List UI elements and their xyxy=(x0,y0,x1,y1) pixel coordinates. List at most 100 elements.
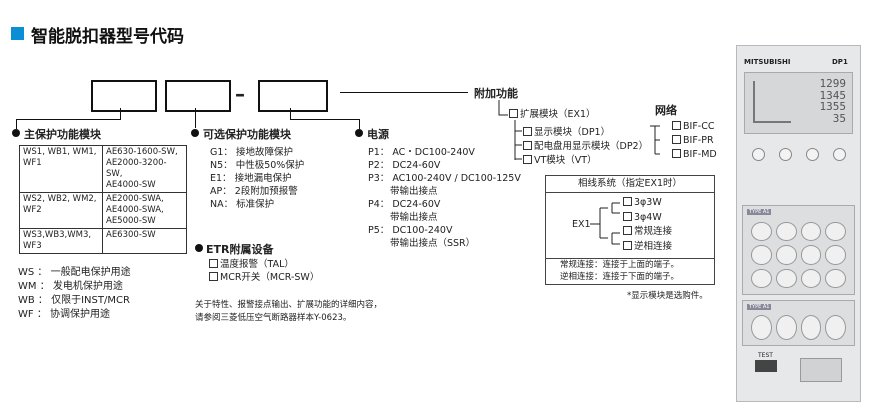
expansion-module-item: 扩展模块（EX1） xyxy=(509,109,596,121)
setting-dial[interactable] xyxy=(825,222,846,242)
setting-dial[interactable] xyxy=(751,315,772,340)
power-heading: 电源 xyxy=(367,128,389,141)
power-list: P1： AC・DC100-240V P2： DC24-60V P3： AC100… xyxy=(368,147,521,249)
device-brand: MITSUBISHI xyxy=(744,58,791,66)
device-test-label: TEST xyxy=(758,352,773,359)
connector-main-h xyxy=(16,119,121,120)
ex1-label: EX1 xyxy=(572,219,591,230)
device-button[interactable] xyxy=(833,147,846,161)
bottom-note: 关于特性、报警接点输出、扩展功能的详细内容， 请参阅三菱低压空气断路器样本Y-0… xyxy=(195,300,383,323)
additional-tree-lines xyxy=(498,100,660,160)
display-module-list: 显示模块（DP1） 配电盘用显示模块（DP2） VT模块（VT） xyxy=(523,126,648,168)
code-box-power xyxy=(258,80,328,112)
etr-heading: ETR附属设备 xyxy=(206,243,274,256)
optional-protection-heading: 可选保护功能模块 xyxy=(203,128,291,141)
setting-dial[interactable] xyxy=(825,315,846,340)
table-row: WS2, WB2, WM2,WF2 AE2000-SWA,AE4000-SWA,… xyxy=(19,192,187,229)
bullet-icon xyxy=(191,129,199,137)
list-item: AP： 2段附加预报警 xyxy=(210,186,298,197)
device-button[interactable] xyxy=(779,147,792,161)
checkbox-icon xyxy=(209,259,218,268)
device-model: DP1 xyxy=(832,58,848,66)
device-lcd: 1299 1345 1355 35 xyxy=(744,72,853,134)
list-item: NA： 标准保护 xyxy=(210,199,275,210)
setting-dial[interactable] xyxy=(775,268,797,288)
code-box-main xyxy=(91,80,157,112)
connector-main xyxy=(120,108,121,120)
list-item: WM ： 发电机保护用途 xyxy=(18,281,123,292)
checkbox-icon xyxy=(623,240,632,250)
main-protection-table: WS1, WB1, WM1,WF1 AE630-1600-SW,AE2000-3… xyxy=(19,145,187,254)
main-protection-heading: 主保护功能模块 xyxy=(24,128,101,141)
list-item: BIF-PR xyxy=(672,134,717,148)
connector-line-additional xyxy=(340,92,468,93)
device-button[interactable] xyxy=(806,147,819,161)
connector-power-v xyxy=(359,119,360,129)
checkbox-icon xyxy=(672,135,681,144)
list-item: E1： 接地漏电保护 xyxy=(210,173,292,184)
connector-power-h xyxy=(290,119,360,120)
setting-dial[interactable] xyxy=(775,222,797,242)
page-title: 智能脱扣器型号代码 xyxy=(31,27,184,47)
additional-heading: 附加功能 xyxy=(474,87,518,100)
etr-list: 温度报警（TAL） MCR开关（MCR-SW） xyxy=(209,258,319,284)
device-button[interactable] xyxy=(752,147,765,161)
setting-dial[interactable] xyxy=(800,245,822,265)
table-row: WS1, WB1, WM1,WF1 AE630-1600-SW,AE2000-3… xyxy=(19,145,187,193)
device-buttons xyxy=(745,144,853,164)
list-item: 常规连接 xyxy=(623,225,672,240)
list-item: BIF-CC xyxy=(672,120,717,134)
phase-system-header: 相线系统（指定EX1时） xyxy=(545,175,715,193)
checkbox-icon xyxy=(672,149,681,158)
list-item: WF ： 协调保护用途 xyxy=(18,309,110,320)
list-item: VT模块（VT） xyxy=(523,154,648,168)
title-square-icon xyxy=(11,27,24,40)
connector-main-v xyxy=(16,119,17,129)
checkbox-icon xyxy=(623,211,632,221)
setting-dial[interactable] xyxy=(751,245,772,265)
setting-dial[interactable] xyxy=(825,268,846,288)
setting-dial[interactable] xyxy=(775,245,797,265)
setting-dial[interactable] xyxy=(825,245,846,265)
setting-dial[interactable] xyxy=(800,222,822,242)
table-row: WS3,WB3,WM3,WF3 AE6300-SW xyxy=(19,228,187,254)
checkbox-icon xyxy=(523,155,532,164)
list-item: P4： DC24-60V xyxy=(368,199,441,210)
lcd-graph-icon xyxy=(753,81,791,123)
checkbox-icon xyxy=(509,109,518,118)
list-item: 逆相连接 xyxy=(623,240,672,255)
list-item: N5： 中性极50%保护 xyxy=(210,160,305,171)
code-box-optional xyxy=(165,80,231,112)
checkbox-icon xyxy=(672,121,681,130)
checkbox-icon xyxy=(209,272,218,281)
network-list: BIF-CC BIF-PR BIF-MD xyxy=(672,120,717,162)
device-setting-panel-1: TYPE A1 xyxy=(742,205,855,295)
test-connector xyxy=(755,360,777,372)
device-terminal xyxy=(800,358,842,382)
setting-dial[interactable] xyxy=(800,268,822,288)
setting-dial[interactable] xyxy=(800,315,822,340)
list-item: BIF-MD xyxy=(672,148,717,162)
phase-options: 3φ3W 3φ4W 常规连接 逆相连接 xyxy=(623,196,672,254)
list-item: P3： AC100-240V / DC100-125V xyxy=(368,173,521,184)
checkbox-icon xyxy=(523,127,532,136)
code-dash: – xyxy=(235,82,245,106)
setting-dial[interactable] xyxy=(751,268,772,288)
bullet-icon xyxy=(355,129,363,137)
setting-dial[interactable] xyxy=(775,315,797,340)
main-protection-legend: WS ： 一般配电保护用途 WM ： 发电机保护用途 WB ： 仅限于INST/… xyxy=(18,266,131,322)
phase-notes: 常规连接：连接于上面的端子。 逆相连接：连接于下面的端子。 xyxy=(545,258,715,285)
list-item: 3φ4W xyxy=(623,211,672,226)
checkbox-icon xyxy=(623,226,632,235)
list-item: WB ： 仅限于INST/MCR xyxy=(18,295,130,306)
bullet-icon xyxy=(195,244,203,252)
list-item: P1： AC・DC100-240V xyxy=(368,147,475,158)
connector-optional xyxy=(195,108,196,128)
list-item: P2： DC24-60V xyxy=(368,160,441,171)
display-footnote: *显示模块是选购件。 xyxy=(627,291,708,301)
list-item: G1： 接地故障保护 xyxy=(210,147,293,158)
list-item: 显示模块（DP1） xyxy=(523,126,648,140)
setting-dial[interactable] xyxy=(751,222,772,242)
phase-tree-lines xyxy=(590,202,620,245)
